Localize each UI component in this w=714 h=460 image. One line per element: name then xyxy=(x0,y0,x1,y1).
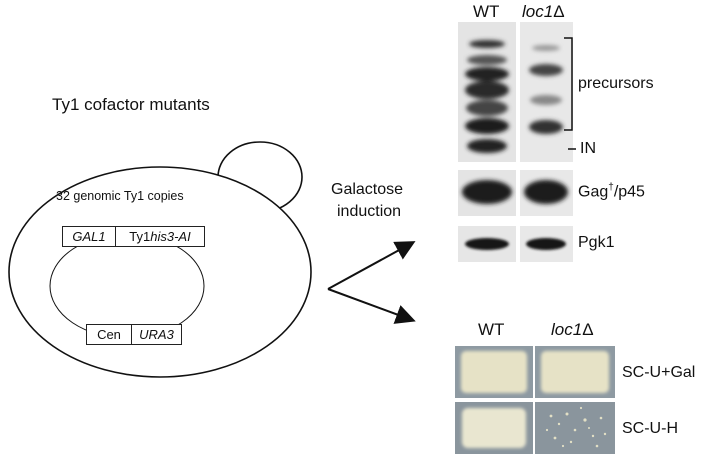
band xyxy=(465,67,509,81)
gal1-promoter-box: GAL1 xyxy=(62,226,116,247)
pgk1-label: Pgk1 xyxy=(578,234,615,251)
yeast-cell xyxy=(8,166,312,378)
growth-plates xyxy=(455,346,615,454)
plate-wt-header: WT xyxy=(478,320,505,339)
band xyxy=(526,238,566,250)
induction-label-line1: Galactose xyxy=(331,181,404,198)
western-mutant-header: loc1Δ xyxy=(522,2,565,21)
ura3-box: URA3 xyxy=(131,324,182,345)
plate-row2-mut xyxy=(535,402,615,454)
sparse-colonies xyxy=(545,406,607,448)
band xyxy=(467,139,507,153)
plate-row2-label: SC-U-H xyxy=(622,420,678,437)
band xyxy=(529,120,563,134)
cen-box: Cen xyxy=(86,324,132,345)
colony-patch xyxy=(462,408,526,448)
plate-mutant-header: loc1Δ xyxy=(551,320,594,339)
band xyxy=(467,55,507,65)
precursor-bracket xyxy=(564,37,576,150)
band xyxy=(465,118,509,134)
colony-patch xyxy=(541,351,609,393)
band xyxy=(462,180,512,204)
band xyxy=(532,45,560,51)
arrow-to-western xyxy=(327,241,416,290)
colony-patch xyxy=(461,351,527,393)
in-label: IN xyxy=(580,140,596,157)
genomic-copies-label: 32 genomic Ty1 copies xyxy=(56,189,184,203)
mutants-title: Ty1 cofactor mutants xyxy=(52,95,210,114)
precursors-label: precursors xyxy=(578,75,654,92)
cell-diagram xyxy=(8,141,312,378)
induction-label-line2: induction xyxy=(337,203,402,220)
western-blot xyxy=(458,22,573,262)
band xyxy=(469,40,505,48)
band xyxy=(524,180,568,204)
band xyxy=(530,95,562,105)
arrow-to-plates xyxy=(327,288,416,324)
band xyxy=(465,81,509,99)
band xyxy=(529,64,563,76)
plate-row1-label: SC-U+Gal xyxy=(622,364,696,381)
band xyxy=(465,238,509,250)
western-wt-header: WT xyxy=(473,2,500,21)
gag-label: Gag†/p45 xyxy=(578,182,645,201)
band xyxy=(466,100,508,116)
